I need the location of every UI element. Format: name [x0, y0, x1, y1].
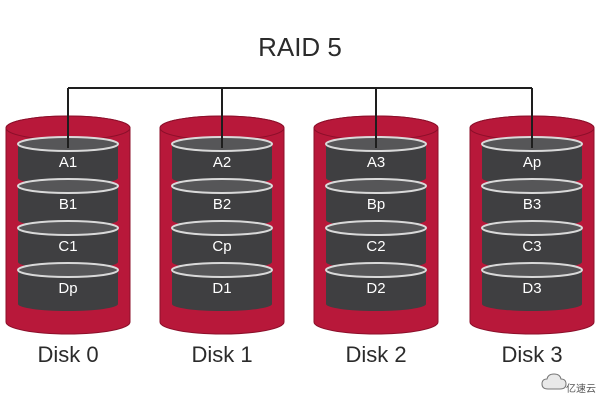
data-block-label: Bp [367, 196, 385, 213]
data-block-body [18, 270, 118, 311]
data-block: B2 [171, 178, 273, 227]
disk-label: Disk 2 [345, 342, 406, 367]
data-block-top [171, 262, 273, 278]
data-block-label: A3 [367, 154, 385, 171]
data-block-label: B2 [213, 196, 231, 213]
data-block-body [482, 228, 582, 269]
data-block-top [17, 262, 119, 278]
data-block-label: C2 [366, 238, 385, 255]
data-block-body [326, 228, 426, 269]
data-block-label: C3 [522, 238, 541, 255]
data-block-label: D1 [212, 280, 231, 297]
data-block-label: Ap [523, 154, 541, 171]
data-block-top [325, 220, 427, 236]
disk-label: Disk 3 [501, 342, 562, 367]
data-block-top [17, 178, 119, 194]
cloud-logo-icon [541, 373, 567, 390]
data-block-top [481, 262, 583, 278]
data-block: B1 [17, 178, 119, 227]
data-block-label: B1 [59, 196, 77, 213]
data-block-top [325, 178, 427, 194]
data-block: C2 [325, 220, 427, 269]
data-block-body [172, 228, 272, 269]
data-block: D2 [325, 262, 427, 311]
data-block-body [172, 144, 272, 185]
data-block: C1 [17, 220, 119, 269]
data-block-label: A2 [213, 154, 231, 171]
data-block: Bp [325, 178, 427, 227]
data-block: C3 [481, 220, 583, 269]
data-block-top [481, 220, 583, 236]
data-block: D1 [171, 262, 273, 311]
cloud-shape [541, 373, 567, 390]
data-block-body [172, 186, 272, 227]
data-block-top [171, 178, 273, 194]
data-block-top [17, 220, 119, 236]
data-block-body [172, 270, 272, 311]
disk-label: Disk 0 [37, 342, 98, 367]
data-block-label: B3 [523, 196, 541, 213]
data-block-body [18, 144, 118, 185]
data-block-label: D3 [522, 280, 541, 297]
data-block: D3 [481, 262, 583, 311]
data-block-top [481, 178, 583, 194]
data-block-body [18, 228, 118, 269]
data-block: Cp [171, 220, 273, 269]
data-block-label: Dp [58, 280, 77, 297]
data-block-body [326, 270, 426, 311]
data-block-body [482, 186, 582, 227]
data-block-body [326, 186, 426, 227]
data-block-body [482, 270, 582, 311]
data-block-body [326, 144, 426, 185]
data-block-top [171, 220, 273, 236]
connector-lines [67, 87, 533, 150]
data-block: B3 [481, 178, 583, 227]
data-block: Ap [481, 136, 583, 185]
data-block-body [18, 186, 118, 227]
data-block-label: Cp [212, 238, 231, 255]
data-block-label: A1 [59, 154, 77, 171]
diagram-title: RAID 5 [258, 32, 342, 62]
data-block-body [482, 144, 582, 185]
data-block: Dp [17, 262, 119, 311]
data-block-label: C1 [58, 238, 77, 255]
data-block-top [325, 262, 427, 278]
watermark: 亿速云 [541, 373, 596, 395]
data-block-label: D2 [366, 280, 385, 297]
watermark-text: 亿速云 [566, 382, 596, 395]
disk-label: Disk 1 [191, 342, 252, 367]
